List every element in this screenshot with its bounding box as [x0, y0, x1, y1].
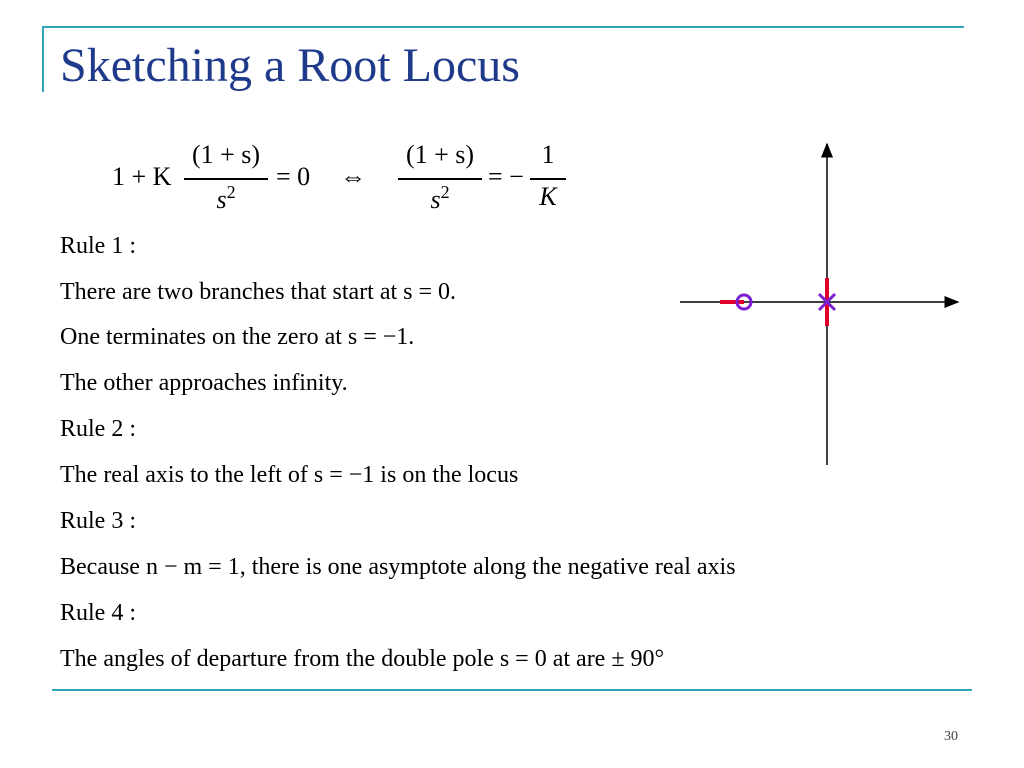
eq-fraction-2: (1 + s) s2 [398, 140, 482, 220]
page-number: 30 [944, 729, 958, 744]
zero-circle-icon [735, 293, 753, 311]
root-locus-diagram [680, 142, 960, 465]
rule-1-heading: Rule 1 : [60, 233, 136, 259]
rule-3-line-1: Because n − m = 1, there is one asymptot… [60, 554, 736, 580]
eq-fraction-3-denominator: K [539, 182, 557, 211]
eq-fraction-3-bar [530, 178, 566, 180]
footer-line [52, 689, 972, 691]
rule-2-line-1: The real axis to the left of s = −1 is o… [60, 462, 519, 488]
eq-fraction-2-numerator: (1 + s) [405, 140, 475, 169]
rule-1-line-2: One terminates on the zero at s = −1. [60, 324, 415, 350]
eq-fraction-3-numerator: 1 [541, 140, 555, 169]
double-pole-cross-icon [817, 292, 837, 312]
eq-fraction-3: 1 K [530, 140, 566, 220]
rule-4-line-1: The angles of departure from the double … [60, 646, 665, 672]
eq-fraction-1-numerator: (1 + s) [191, 140, 261, 169]
eq-fraction-1-denominator: s2 [216, 182, 236, 214]
eq-fraction-1: (1 + s) s2 [184, 140, 268, 220]
eq-lhs-prefix: 1 + K [112, 162, 172, 191]
top-accent-line [42, 26, 964, 28]
rule-1-line-3: The other approaches infinity. [60, 370, 348, 396]
rule-2-heading: Rule 2 : [60, 416, 136, 442]
slide-title: Sketching a Root Locus [60, 39, 520, 92]
rule-4-heading: Rule 4 : [60, 600, 136, 626]
eq-equivalence-symbol: ⇔ [340, 162, 366, 191]
rule-1-line-1: There are two branches that start at s =… [60, 279, 457, 305]
eq-fraction-2-denominator: s2 [430, 182, 450, 214]
eq-lhs-equals: = 0 [276, 162, 311, 191]
eq-fraction-1-bar [184, 178, 268, 180]
rule-3-heading: Rule 3 : [60, 508, 136, 534]
eq-fraction-2-bar [398, 178, 482, 180]
eq-rhs-equals: = − [488, 162, 524, 191]
left-accent-line [42, 26, 44, 92]
